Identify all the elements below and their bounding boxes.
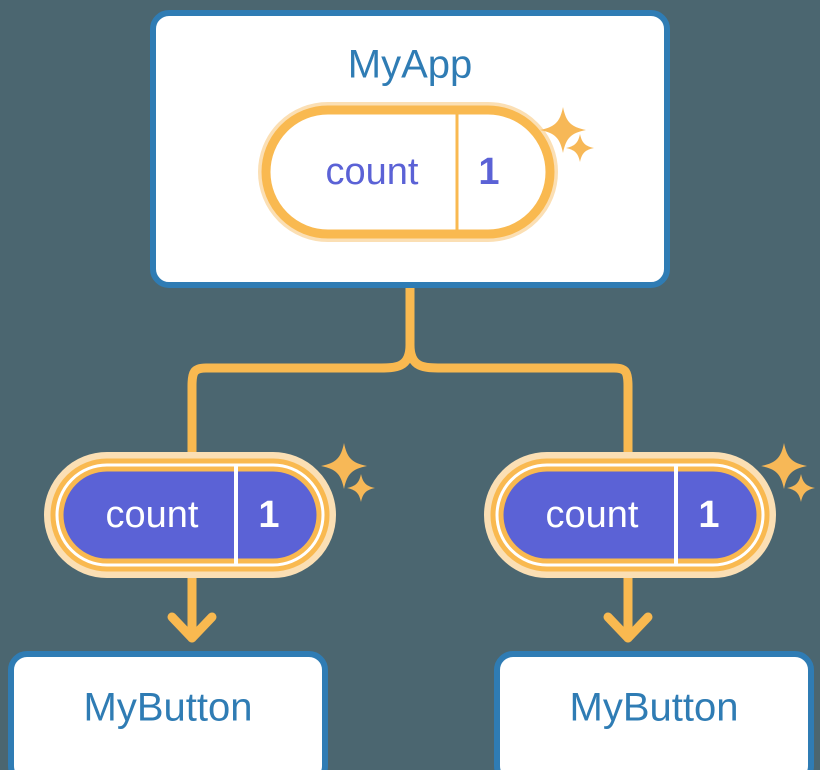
state-pill-root-ring (261, 105, 555, 239)
state-pill-root-value: 1 (478, 151, 499, 193)
connector-group (167, 282, 653, 643)
node-mybutton-left-label: MyButton (84, 686, 253, 730)
state-pill-left-value: 1 (258, 494, 279, 536)
sparkle-large-icon (321, 443, 367, 489)
sparkle-large-icon (540, 107, 586, 153)
state-pill-left[interactable]: count 1 (44, 443, 375, 578)
sparkle-small-icon (347, 474, 375, 502)
node-mybutton-right[interactable]: MyButton (494, 651, 814, 770)
sparkle-group-right (761, 443, 815, 502)
state-pill-root[interactable]: count 1 (258, 102, 594, 242)
connector-branch-left (187, 340, 415, 565)
state-pill-root-key: count (326, 151, 419, 193)
sparkle-small-icon (787, 474, 815, 502)
state-pill-left-inner-edge (55, 463, 325, 567)
node-myapp-label: MyApp (348, 43, 473, 87)
branch-left: count 1 MyButton (8, 443, 375, 770)
node-mybutton-right-label: MyButton (570, 686, 739, 730)
branch-right: count 1 MyButton (484, 443, 815, 770)
state-pill-right-value: 1 (698, 494, 719, 536)
state-pill-right-inner-edge (495, 463, 765, 567)
state-pill-right-key: count (546, 494, 639, 536)
arrow-head-right-icon (603, 612, 653, 643)
sparkle-large-icon (761, 443, 807, 489)
node-mybutton-right-card[interactable] (494, 651, 814, 770)
sparkle-group-left (321, 443, 375, 502)
node-mybutton-left-card[interactable] (8, 651, 328, 770)
sparkle-group-root (540, 107, 594, 162)
arrow-head-left-icon (167, 612, 217, 643)
state-pill-right[interactable]: count 1 (484, 443, 815, 578)
node-mybutton-left[interactable]: MyButton (8, 651, 328, 770)
node-myapp[interactable]: MyApp count 1 (150, 10, 670, 288)
sparkle-small-icon (566, 134, 594, 162)
state-pill-left-key: count (106, 494, 199, 536)
connector-branch-right (405, 340, 633, 565)
